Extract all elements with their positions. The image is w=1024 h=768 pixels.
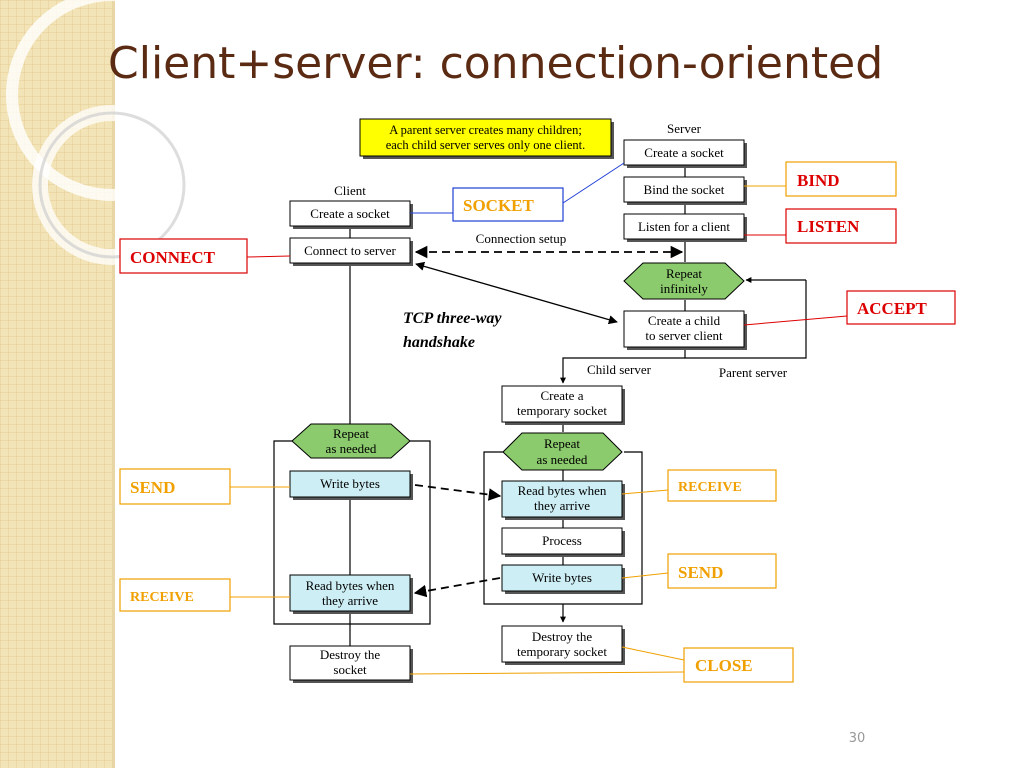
callout-send-client: SEND: [119, 468, 231, 505]
parent-server-label: Parent server: [719, 365, 788, 380]
callout-receive-server: RECEIVE: [667, 469, 777, 502]
svg-text:CLOSE: CLOSE: [695, 656, 753, 675]
client-repeat-hexagon: Repeat as needed: [291, 423, 411, 459]
svg-text:Repeat: Repeat: [666, 266, 702, 281]
client-read-box: Read bytes when they arrive: [289, 574, 413, 614]
child-destroy-box: Destroy the temporary socket: [501, 625, 625, 665]
svg-text:socket: socket: [333, 662, 367, 677]
parent-server-note: A parent server creates many children; e…: [359, 118, 614, 159]
child-repeat-hexagon: Repeat as needed: [502, 432, 623, 471]
svg-text:Connect to server: Connect to server: [304, 243, 396, 258]
child-to-client-arrow: [413, 577, 501, 598]
callout-listen: LISTEN: [785, 208, 897, 244]
svg-text:they arrive: they arrive: [534, 498, 590, 513]
svg-text:Repeat: Repeat: [333, 426, 369, 441]
server-repeat-hexagon: Repeat infinitely: [623, 262, 745, 300]
svg-text:Repeat: Repeat: [544, 436, 580, 451]
svg-text:Create a socket: Create a socket: [310, 206, 390, 221]
svg-text:temporary socket: temporary socket: [517, 403, 607, 418]
child-create-temp-socket-box: Create a temporary socket: [501, 385, 625, 425]
child-process-box: Process: [501, 527, 625, 557]
svg-text:temporary socket: temporary socket: [517, 644, 607, 659]
svg-text:Write bytes: Write bytes: [532, 570, 592, 585]
callout-socket: SOCKET: [452, 187, 564, 222]
server-create-child-box: Create a child to server client: [623, 310, 747, 350]
callout-accept: ACCEPT: [846, 290, 956, 325]
client-create-socket-box: Create a socket: [289, 200, 413, 229]
svg-text:Write bytes: Write bytes: [320, 476, 380, 491]
server-create-socket-box: Create a socket: [623, 139, 747, 168]
svg-text:Listen for a client: Listen for a client: [638, 219, 730, 234]
handshake-label-line-2: handshake: [403, 334, 475, 351]
svg-text:as needed: as needed: [537, 452, 588, 467]
svg-text:SOCKET: SOCKET: [463, 196, 535, 215]
svg-text:Process: Process: [542, 533, 582, 548]
server-label: Server: [667, 121, 702, 136]
server-bind-box: Bind the socket: [623, 176, 747, 205]
child-read-box: Read bytes when they arrive: [501, 480, 625, 520]
svg-text:Read bytes when: Read bytes when: [518, 483, 607, 498]
dashed-arrows: [413, 245, 684, 598]
handshake-arrow: [415, 261, 618, 325]
svg-text:RECEIVE: RECEIVE: [130, 590, 194, 605]
svg-text:SEND: SEND: [130, 478, 175, 497]
svg-text:Bind the socket: Bind the socket: [644, 182, 725, 197]
callout-bind: BIND: [785, 161, 897, 197]
flow-lines: [273, 166, 807, 646]
client-to-child-arrow: [414, 484, 502, 501]
svg-text:infinitely: infinitely: [660, 281, 708, 296]
client-connect-box: Connect to server: [289, 237, 413, 266]
svg-text:Destroy the: Destroy the: [320, 647, 381, 662]
slide-title: Client+server: connection-oriented: [108, 38, 883, 89]
client-label: Client: [334, 183, 366, 198]
client-destroy-box: Destroy the socket: [289, 645, 413, 683]
child-write-box: Write bytes: [501, 564, 625, 594]
svg-text:RECEIVE: RECEIVE: [678, 480, 742, 495]
callout-close: CLOSE: [683, 647, 794, 683]
callout-receive-client: RECEIVE: [119, 578, 231, 612]
connection-setup-label: Connection setup: [476, 231, 567, 246]
svg-text:Read bytes when: Read bytes when: [306, 578, 395, 593]
svg-text:SEND: SEND: [678, 563, 723, 582]
svg-text:BIND: BIND: [797, 171, 840, 190]
decorative-left-band: [0, 0, 218, 768]
svg-text:Create a socket: Create a socket: [644, 145, 724, 160]
page-number: 30: [849, 731, 866, 746]
callout-connect: CONNECT: [119, 238, 248, 274]
note-line-1: A parent server creates many children;: [389, 123, 582, 137]
client-write-box: Write bytes: [289, 470, 413, 500]
svg-text:Create a child: Create a child: [648, 313, 721, 328]
callout-leaders: [230, 162, 848, 675]
child-server-label: Child server: [587, 362, 652, 377]
svg-text:to server client: to server client: [645, 328, 723, 343]
svg-text:ACCEPT: ACCEPT: [857, 299, 928, 318]
svg-text:Destroy the: Destroy the: [532, 629, 593, 644]
handshake-label-line-1: TCP three-way: [403, 310, 502, 327]
svg-text:as needed: as needed: [326, 441, 377, 456]
server-listen-box: Listen for a client: [623, 213, 747, 242]
svg-text:CONNECT: CONNECT: [130, 248, 216, 267]
callout-send-server: SEND: [667, 553, 777, 589]
svg-text:they arrive: they arrive: [322, 593, 378, 608]
note-line-2: each child server serves only one client…: [386, 138, 586, 152]
svg-text:Create a: Create a: [541, 388, 584, 403]
svg-text:LISTEN: LISTEN: [797, 217, 860, 236]
